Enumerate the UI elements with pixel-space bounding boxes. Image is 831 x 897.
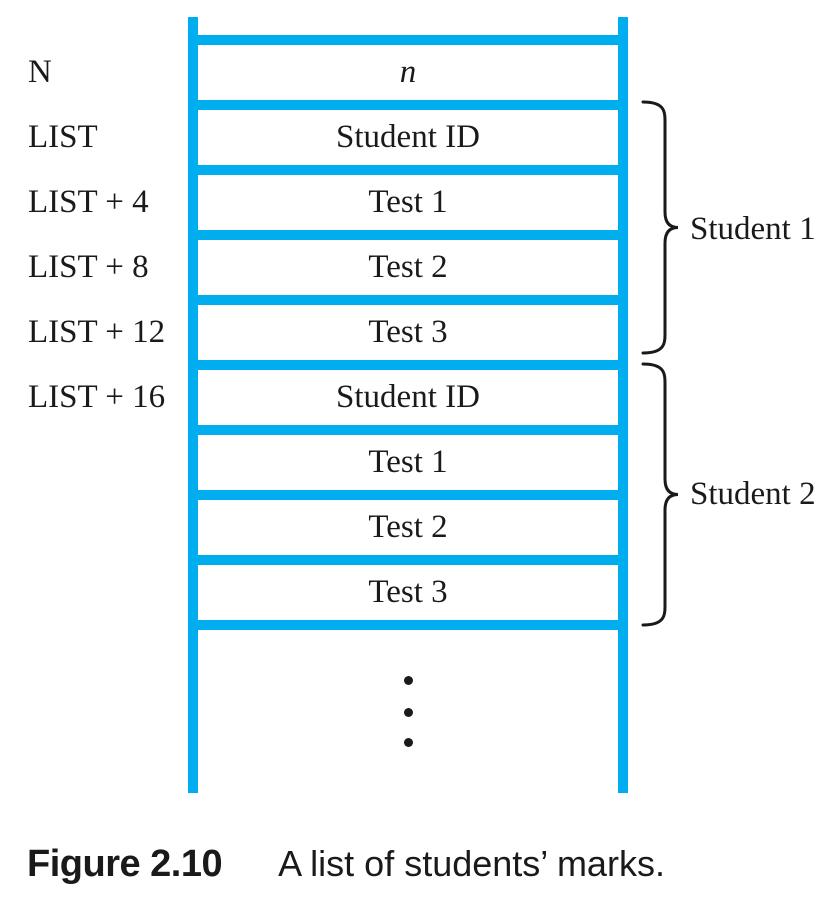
- address-label-list-4: LIST + 4: [28, 184, 149, 220]
- address-label-list-8: LIST + 8: [28, 249, 149, 285]
- figure-caption-number: Figure 2.10: [27, 843, 223, 885]
- cell-divider: [188, 490, 628, 500]
- cell-divider: [188, 230, 628, 240]
- memory-cell-test-2: Test 2: [368, 509, 448, 545]
- address-label-list: LIST: [28, 119, 98, 155]
- cell-divider: [188, 555, 628, 565]
- address-label-list-16: LIST + 16: [28, 379, 166, 415]
- memory-cell-test-3: Test 3: [368, 574, 448, 610]
- memory-column-right-rail: [618, 17, 628, 793]
- memory-cell-test-1: Test 1: [368, 444, 448, 480]
- ellipsis-dot-icon: [404, 738, 413, 747]
- brace-icon: [641, 362, 679, 627]
- memory-cell-count: n: [399, 54, 417, 90]
- memory-cell-student-id: Student ID: [336, 379, 480, 415]
- cell-divider: [188, 425, 628, 435]
- memory-cell-test-1: Test 1: [368, 184, 448, 220]
- cell-divider: [188, 100, 628, 110]
- brace-icon: [641, 100, 679, 355]
- memory-cell-test-3: Test 3: [368, 314, 448, 350]
- ellipsis-dot-icon: [404, 708, 413, 717]
- ellipsis-dot-icon: [404, 676, 413, 685]
- figure-caption: Figure 2.10 A list of students’ marks.: [27, 843, 665, 886]
- memory-column-left-rail: [188, 17, 198, 793]
- address-label-list-12: LIST + 12: [28, 314, 166, 350]
- address-label-n: N: [28, 54, 52, 90]
- cell-divider: [188, 360, 628, 370]
- figure-caption-text: A list of students’ marks.: [278, 843, 665, 884]
- group-label-student-2: Student 2: [690, 476, 816, 512]
- cell-divider: [188, 620, 628, 630]
- memory-cell-student-id: Student ID: [336, 119, 480, 155]
- memory-cell-test-2: Test 2: [368, 249, 448, 285]
- cell-divider: [188, 165, 628, 175]
- cell-divider: [188, 295, 628, 305]
- group-label-student-1: Student 1: [690, 211, 816, 247]
- cell-divider: [188, 35, 628, 45]
